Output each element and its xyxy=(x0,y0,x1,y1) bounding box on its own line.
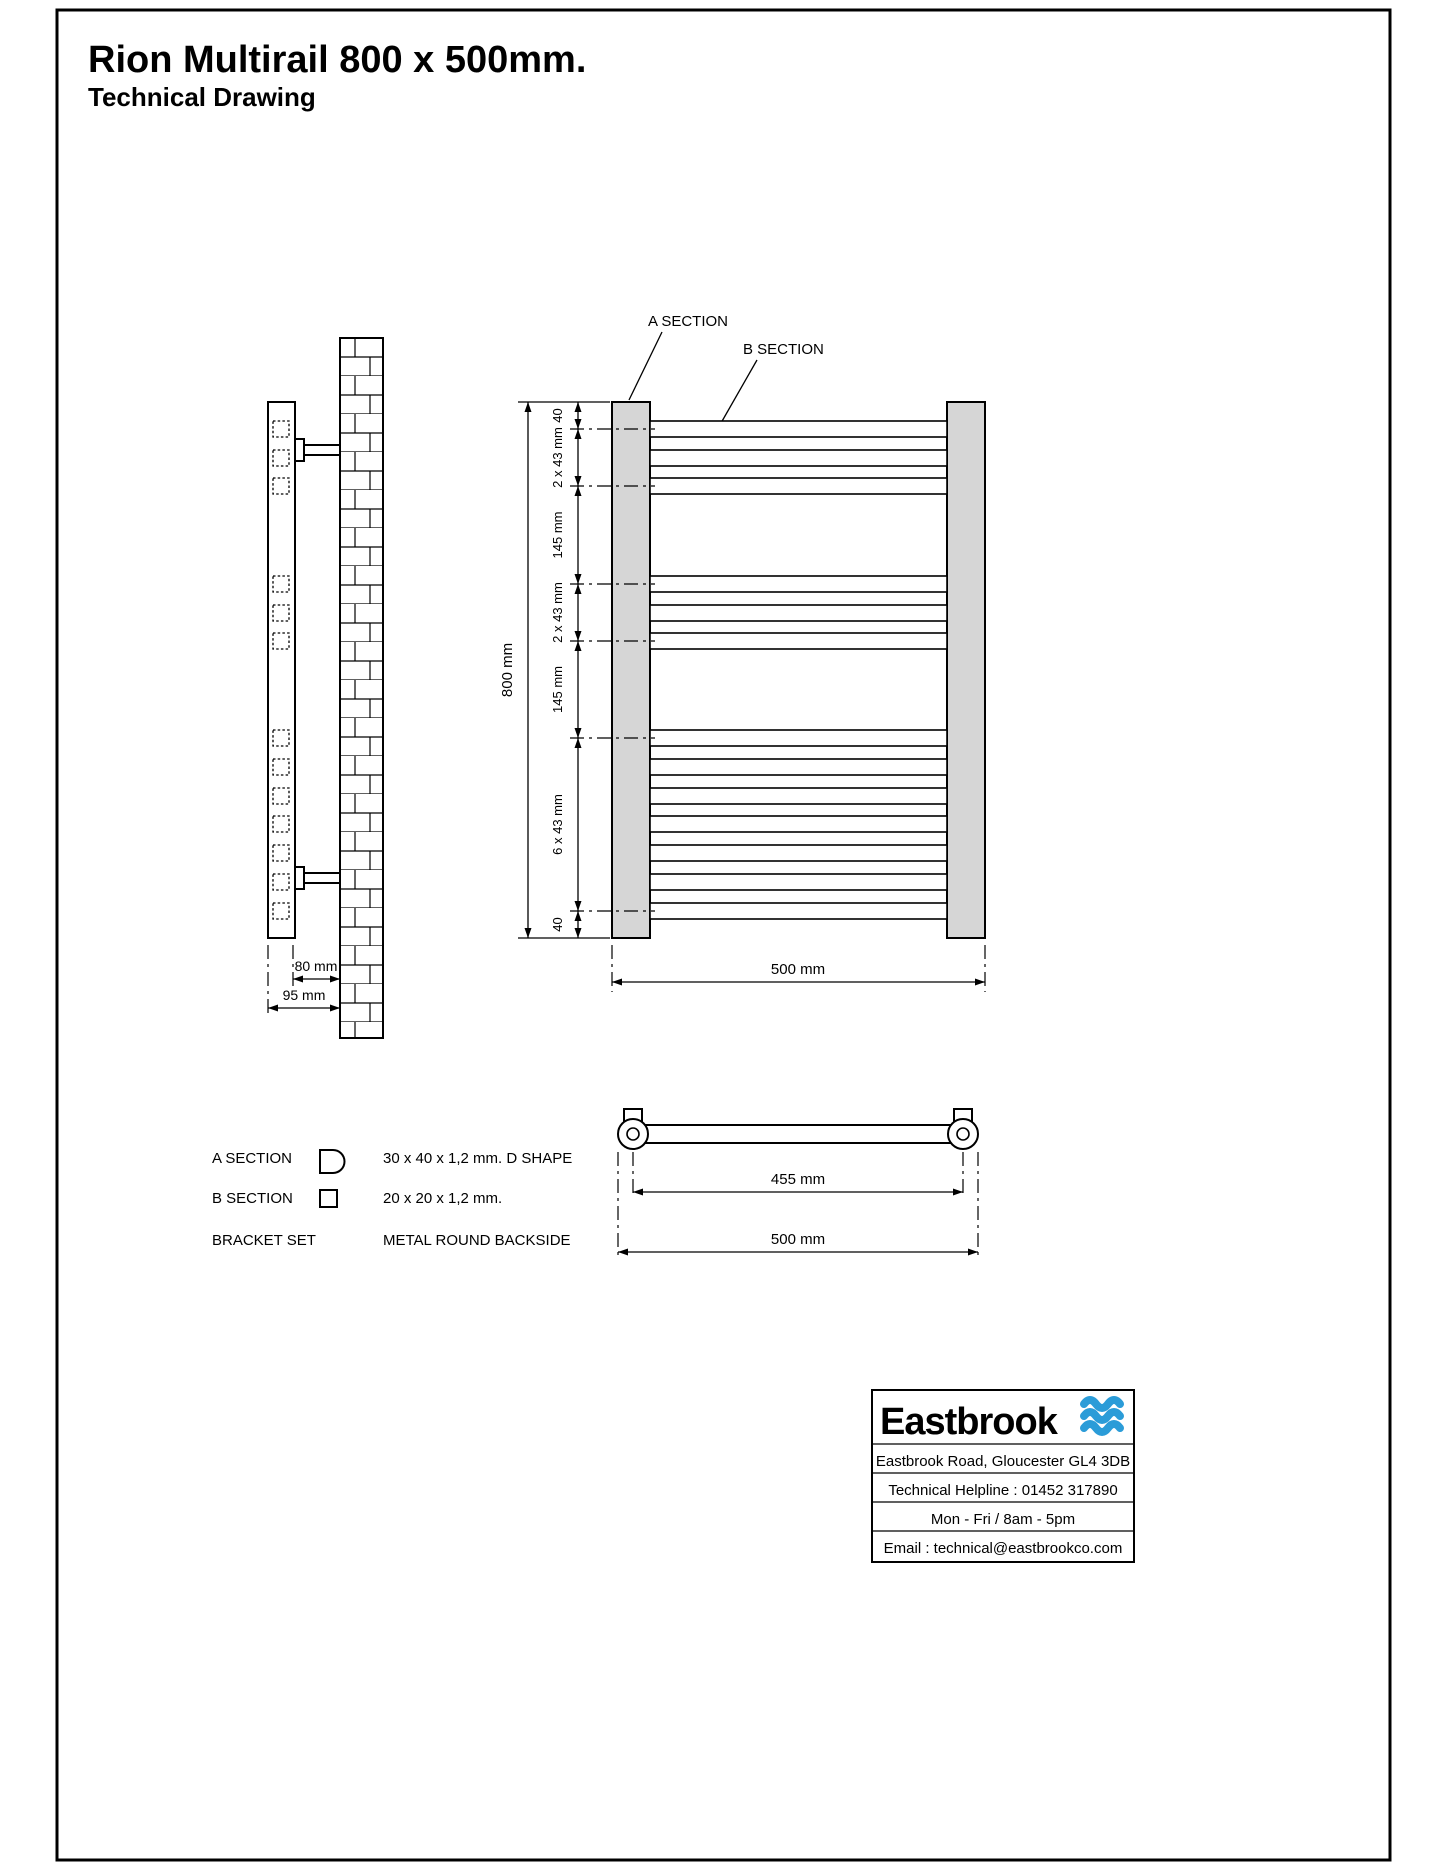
dim-6x43: 6 x 43 mm xyxy=(550,794,565,855)
bracket-centres-label: 455 mm xyxy=(771,1171,825,1188)
depth-95-label: 95 mm xyxy=(283,987,326,1003)
bracket-plate xyxy=(294,438,305,462)
dim-2x43-mid: 2 x 43 mm xyxy=(550,582,565,643)
tube-section xyxy=(272,604,290,622)
tube-section xyxy=(272,729,290,747)
page-title: Rion Multirail 800 x 500mm. xyxy=(88,39,586,81)
dim-2x43-top: 2 x 43 mm xyxy=(550,427,565,488)
tube-section xyxy=(272,844,290,862)
radiator-tube xyxy=(649,844,948,862)
wall-bracket-bottom xyxy=(294,866,341,890)
radiator-tube xyxy=(649,758,948,776)
radiator-tube xyxy=(649,902,948,920)
side-rail-profile xyxy=(267,401,296,939)
radiator-tube xyxy=(649,449,948,467)
wall xyxy=(339,337,384,1039)
bracket-arm xyxy=(303,872,341,884)
tube-section xyxy=(272,420,290,438)
legend-b-label: B SECTION xyxy=(212,1190,293,1207)
tube-section xyxy=(272,449,290,467)
legend: A SECTION 30 x 40 x 1,2 mm. D SHAPE B SE… xyxy=(212,1149,572,1249)
footer-brand-box: Eastbrook Eastbrook Road, Gloucester GL4… xyxy=(871,1389,1135,1563)
dim-40-bottom: 40 xyxy=(550,917,565,931)
legend-a-value: 30 x 40 x 1,2 mm. D SHAPE xyxy=(383,1150,572,1167)
legend-b-value: 20 x 20 x 1,2 mm. xyxy=(383,1190,502,1207)
brand-wave-icon xyxy=(1080,1396,1124,1412)
bracket-arm xyxy=(303,444,341,456)
front-view: A SECTION B SECTION xyxy=(499,313,986,992)
bracket-hole-left xyxy=(626,1127,640,1141)
width-dimension-label: 500 mm xyxy=(771,961,825,978)
radiator-tube xyxy=(649,575,948,593)
section-a-label: A SECTION xyxy=(648,313,728,330)
tube-section xyxy=(272,477,290,495)
radiator-tube xyxy=(649,632,948,650)
tube-section xyxy=(272,787,290,805)
footer-address: Eastbrook Road, Gloucester GL4 3DB xyxy=(876,1453,1130,1470)
footer-hours: Mon - Fri / 8am - 5pm xyxy=(931,1511,1075,1528)
radiator-tube xyxy=(649,420,948,438)
tube-section xyxy=(272,758,290,776)
legend-bracket-value: METAL ROUND BACKSIDE xyxy=(383,1232,571,1249)
radiator-tube xyxy=(649,873,948,891)
side-view: 80 mm 95 mm xyxy=(267,337,384,1039)
tube-section xyxy=(272,873,290,891)
tube-section xyxy=(272,815,290,833)
brand-wave-icon xyxy=(1080,1408,1124,1424)
tube-section xyxy=(272,575,290,593)
left-rail xyxy=(611,401,651,939)
square-section-icon xyxy=(319,1189,338,1208)
top-view: 455 mm 500 mm xyxy=(617,1108,979,1258)
wall-bracket-top xyxy=(294,438,341,462)
radiator-tube xyxy=(649,815,948,833)
legend-a-label: A SECTION xyxy=(212,1150,292,1167)
section-b-label: B SECTION xyxy=(743,341,824,358)
tube-section xyxy=(272,902,290,920)
dim-40-top: 40 xyxy=(550,408,565,422)
radiator-tube xyxy=(649,787,948,805)
bracket-plate xyxy=(294,866,305,890)
overall-width-label: 500 mm xyxy=(771,1231,825,1248)
radiator-tube xyxy=(649,729,948,747)
d-shape-icon xyxy=(319,1149,346,1174)
brand-logo-text: Eastbrook xyxy=(880,1401,1059,1443)
section-b-leader-line xyxy=(720,359,758,424)
tube-section xyxy=(272,632,290,650)
height-dimension-label: 800 mm xyxy=(499,643,516,697)
right-rail xyxy=(946,401,986,939)
footer-email: Email : technical@eastbrookco.com xyxy=(884,1540,1123,1557)
footer-helpline: Technical Helpline : 01452 317890 xyxy=(888,1482,1117,1499)
page-subtitle: Technical Drawing xyxy=(88,82,316,112)
depth-80-label: 80 mm xyxy=(295,958,338,974)
bracket-hole-right xyxy=(956,1127,970,1141)
section-a-leader-line xyxy=(628,331,663,401)
dim-145-top: 145 mm xyxy=(550,512,565,559)
footer-border xyxy=(871,1389,1135,1563)
brand-wave-icon xyxy=(1080,1420,1124,1436)
radiator-tube xyxy=(649,604,948,622)
top-tube xyxy=(632,1124,964,1144)
page-border xyxy=(55,8,1392,1862)
dim-145-bottom: 145 mm xyxy=(550,666,565,713)
radiator-tube xyxy=(649,477,948,495)
legend-bracket-label: BRACKET SET xyxy=(212,1232,316,1249)
